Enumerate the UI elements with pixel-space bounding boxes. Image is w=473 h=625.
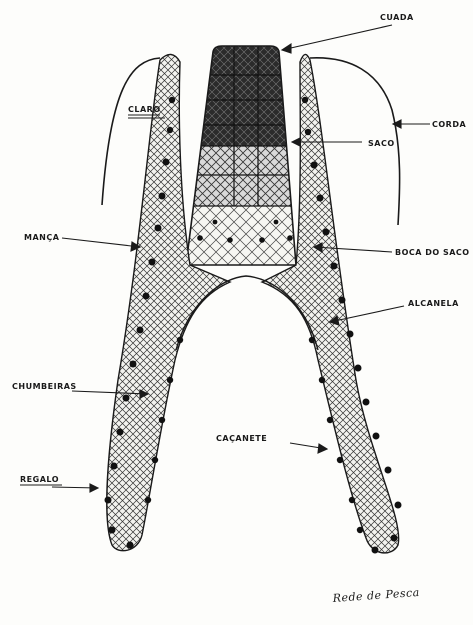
net-bag <box>180 46 300 266</box>
label-chumbeiras: CHUMBEIRAS <box>12 382 77 391</box>
label-manga: MANÇA <box>24 233 60 242</box>
signature-rede-de-pesca: Rede de Pesca <box>331 586 420 605</box>
label-boca-do-saco: BOCA DO SACO <box>395 248 470 257</box>
label-alcanela: ALCANELA <box>408 299 459 308</box>
label-cuada: CUADA <box>380 13 414 22</box>
label-saco: SACO <box>368 139 395 148</box>
label-claro: CLARO <box>128 105 161 114</box>
label-corda: CORDA <box>432 120 466 129</box>
label-cacanete: CAÇANETE <box>216 434 267 443</box>
label-regalo: REGALO <box>20 475 59 484</box>
